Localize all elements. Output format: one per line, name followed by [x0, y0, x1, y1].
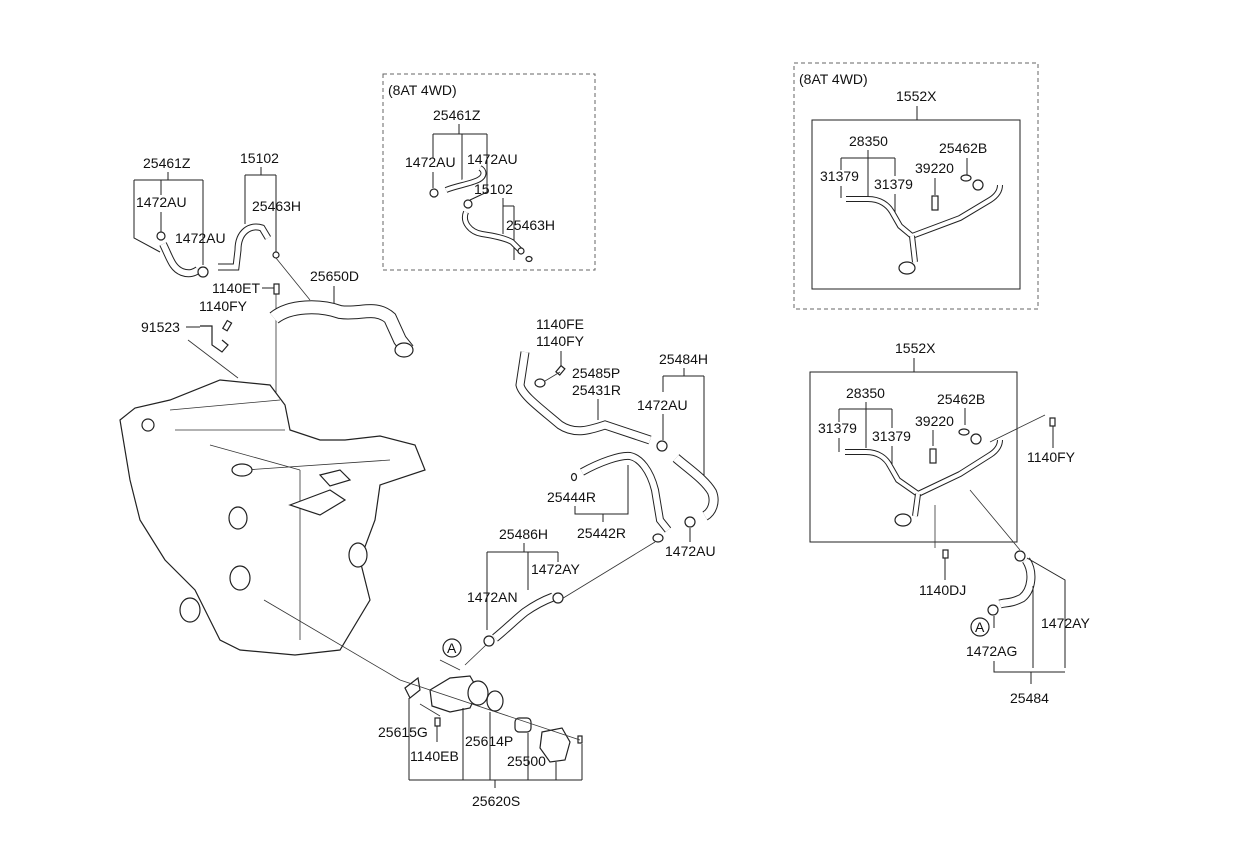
- part-label[interactable]: 1472AU: [467, 151, 518, 167]
- part-label[interactable]: 1552X: [896, 88, 937, 104]
- part-label[interactable]: 25484H: [659, 351, 708, 367]
- svg-text:A: A: [447, 640, 457, 656]
- bolt-icon: [221, 319, 233, 332]
- part-label[interactable]: 25485P: [572, 365, 620, 381]
- part-label[interactable]: 15102: [240, 150, 279, 166]
- part-label[interactable]: 25444R: [547, 489, 596, 505]
- leader-line: [432, 124, 488, 201]
- inset-label: (8AT 4WD): [799, 71, 868, 87]
- o-ring-icon: [525, 255, 533, 263]
- hose-clamp-icon: [1014, 550, 1026, 562]
- gasket-icon: [958, 428, 970, 436]
- temp-sensor-icon: [931, 195, 939, 211]
- part-label[interactable]: 1472AU: [405, 154, 456, 170]
- gasket-icon: [960, 174, 972, 182]
- part-label[interactable]: 1472AY: [531, 561, 580, 577]
- part-label[interactable]: 1472AU: [136, 194, 187, 210]
- part-label[interactable]: 1140FY: [536, 333, 585, 349]
- part-label[interactable]: 1472AU: [665, 543, 716, 559]
- hose-clamp-icon: [197, 266, 209, 278]
- part-label[interactable]: 25650D: [310, 268, 359, 284]
- hose-clamp-icon: [987, 604, 999, 616]
- gasket-25614P: [486, 690, 504, 712]
- part-label[interactable]: 31379: [818, 420, 857, 436]
- thermostat-25500: [514, 717, 532, 733]
- svg-text:A: A: [975, 619, 985, 635]
- part-label[interactable]: 25486H: [499, 526, 548, 542]
- part-label[interactable]: 28350: [846, 385, 885, 401]
- part-label[interactable]: 91523: [141, 319, 180, 335]
- part-label[interactable]: 25463H: [252, 198, 301, 214]
- hose-clamp-icon: [552, 592, 564, 604]
- part-label[interactable]: 1140FE: [536, 316, 584, 332]
- part-label[interactable]: 1472AG: [966, 643, 1017, 659]
- part-label[interactable]: 31379: [872, 428, 911, 444]
- part-label[interactable]: 1140ET: [212, 280, 260, 296]
- part-label[interactable]: 28350: [849, 133, 888, 149]
- hose-clamp-icon: [684, 516, 696, 528]
- part-label[interactable]: 25461Z: [143, 155, 191, 171]
- o-ring-icon: [570, 472, 578, 482]
- part-label[interactable]: 25463H: [506, 217, 555, 233]
- pipe-outlet-icon: [894, 513, 912, 527]
- assembly-box: [811, 119, 1021, 290]
- part-label[interactable]: 1472AU: [637, 397, 688, 413]
- hose-clamp-icon: [483, 635, 495, 647]
- part-label[interactable]: 1472AY: [1041, 615, 1090, 631]
- part-label[interactable]: 15102: [474, 181, 513, 197]
- part-label[interactable]: 31379: [874, 176, 913, 192]
- reference-marker-a: A: [442, 638, 462, 658]
- part-label[interactable]: 39220: [915, 160, 954, 176]
- part-label[interactable]: 25484: [1010, 690, 1049, 706]
- bracket-91523: [200, 325, 229, 353]
- part-label[interactable]: 25431R: [572, 382, 621, 398]
- part-label[interactable]: 1552X: [895, 340, 936, 356]
- bolt-icon: [434, 717, 441, 727]
- inset-label: (8AT 4WD): [388, 82, 457, 98]
- bolt-icon: [273, 283, 280, 295]
- pipe-assembly-1552X: [846, 184, 1003, 240]
- part-label[interactable]: 25614P: [465, 733, 513, 749]
- reference-marker-a: A: [970, 617, 990, 637]
- part-label[interactable]: 1472AU: [175, 230, 226, 246]
- part-label[interactable]: 25462B: [939, 140, 987, 156]
- hose-clamp-icon: [156, 231, 166, 241]
- part-label[interactable]: 25442R: [577, 525, 626, 541]
- hose-clamp-icon: [429, 188, 439, 198]
- temp-sensor-icon: [929, 448, 937, 464]
- part-label[interactable]: 25461Z: [433, 107, 481, 123]
- pipe-outlet-icon: [898, 261, 916, 275]
- engine-block: [119, 379, 426, 656]
- part-label[interactable]: 31379: [820, 168, 859, 184]
- part-label[interactable]: 25615G: [378, 724, 428, 740]
- hose-clamp-icon: [463, 199, 473, 209]
- assembly-box: [809, 371, 1018, 543]
- bolt-icon: [942, 549, 949, 559]
- part-label[interactable]: 25500: [507, 753, 546, 769]
- part-label[interactable]: 25620S: [472, 793, 520, 809]
- part-label[interactable]: 1472AN: [467, 589, 518, 605]
- part-label[interactable]: 39220: [915, 413, 954, 429]
- part-label[interactable]: 1140EB: [410, 748, 459, 764]
- part-label[interactable]: 1140FY: [1027, 449, 1076, 465]
- inset-box-upper-hose: [382, 73, 596, 271]
- pipe-assembly-1552X: [845, 439, 1003, 498]
- inset-box-pipe-assembly: [793, 62, 1039, 310]
- bolt-icon: [1049, 417, 1056, 427]
- thermostat-cover: [539, 727, 571, 763]
- hose-clamp-icon: [656, 440, 668, 452]
- leader-line: [502, 198, 515, 260]
- o-ring-icon: [272, 251, 280, 259]
- part-label[interactable]: 25462B: [937, 391, 985, 407]
- part-label[interactable]: 1140FY: [199, 298, 248, 314]
- part-label[interactable]: 1140DJ: [919, 582, 966, 598]
- gasket-25615G: [404, 676, 421, 699]
